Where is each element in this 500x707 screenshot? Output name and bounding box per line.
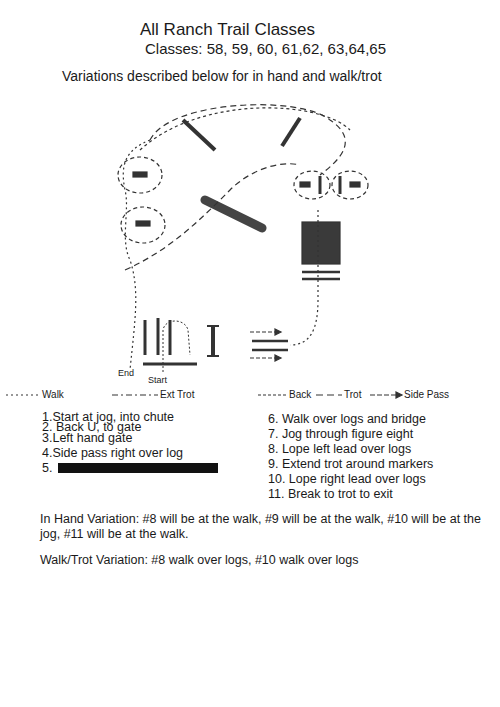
legend-text: Back <box>289 389 311 401</box>
sidepass-log <box>252 340 288 343</box>
start-label: Start <box>148 375 167 386</box>
walk-sample <box>6 394 40 395</box>
trot-sample <box>316 394 342 395</box>
walk-path <box>123 140 150 370</box>
marker <box>300 182 310 187</box>
legend-text: Walk <box>42 389 64 401</box>
start-log <box>143 363 197 366</box>
redaction-bar <box>58 463 218 473</box>
variations-note: Variations described below for in hand a… <box>62 68 382 85</box>
marker <box>133 172 147 177</box>
instruction: 8. Lope left lead over logs <box>268 442 411 457</box>
instruction: 10. Lope right lead over logs <box>268 472 426 487</box>
log <box>319 176 322 194</box>
sidepass-arrow <box>250 357 275 358</box>
eight-circle <box>294 171 330 199</box>
sidepass-arrow <box>250 331 275 332</box>
sidepass-sample <box>370 394 398 395</box>
instruction: 9. Extend trot around markers <box>268 457 433 472</box>
back-path <box>163 321 190 372</box>
instruction: 3.Left hand gate <box>42 431 132 446</box>
marker-circle <box>121 207 165 243</box>
variation-note: In Hand Variation: #8 will be at the wal… <box>40 512 485 542</box>
marker <box>136 221 150 226</box>
instruction: 6. Walk over logs and bridge <box>268 412 426 427</box>
variation-note: Walk/Trot Variation: #8 walk over logs, … <box>40 553 358 568</box>
log <box>282 118 300 146</box>
eight-circle <box>332 171 368 199</box>
gate <box>211 326 215 356</box>
walk-path <box>140 108 350 150</box>
gate <box>207 355 219 357</box>
ext-trot-sample <box>112 394 158 395</box>
big-log <box>205 200 262 228</box>
marker <box>350 182 360 187</box>
log <box>302 278 340 281</box>
legend-text: Side Pass <box>404 389 449 401</box>
trot-path <box>125 164 300 270</box>
arrowhead <box>396 392 402 398</box>
chute-log <box>169 320 172 355</box>
instruction: 4.Side pass right over log <box>42 446 183 461</box>
legend-text: Trot <box>344 389 361 401</box>
end-label: End <box>118 368 134 379</box>
sidepass-log <box>252 349 288 352</box>
log <box>183 120 215 150</box>
chute-log <box>144 320 147 355</box>
chute-log <box>157 318 160 355</box>
log <box>302 271 340 274</box>
title-part: Classes <box>255 20 315 40</box>
title: All Ranch Trail <box>140 20 250 40</box>
classes-line: Classes: 58, 59, 60, 61,62, 63,64,65 <box>145 40 386 58</box>
arrowhead <box>275 329 281 361</box>
bridge <box>302 222 340 264</box>
log <box>339 176 342 194</box>
instruction: 5. <box>42 461 52 476</box>
gate <box>207 325 219 327</box>
legend-text: Ext Trot <box>160 389 194 401</box>
walk-path <box>290 210 318 345</box>
trot-path <box>150 105 345 175</box>
instruction: 7. Jog through figure eight <box>268 427 413 442</box>
back-sample <box>258 394 287 395</box>
instruction: 11. Break to trot to exit <box>268 487 393 502</box>
